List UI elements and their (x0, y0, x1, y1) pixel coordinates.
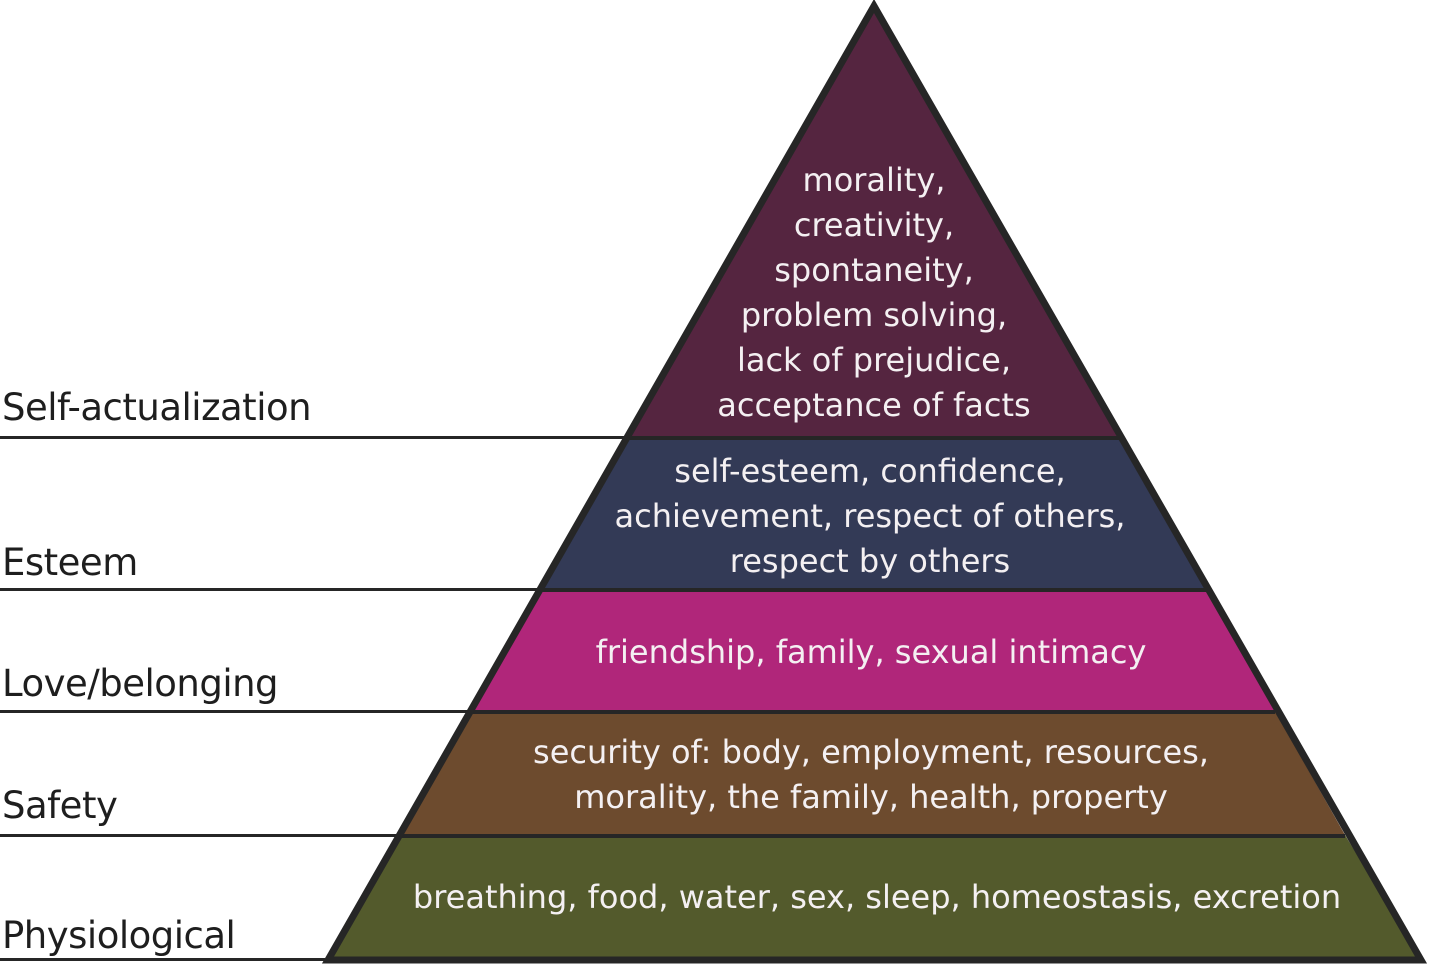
level-line-love-belonging (0, 710, 472, 713)
tier-text-line: respect by others (729, 542, 1011, 580)
tier-text-line: security of: body, employment, resources… (533, 733, 1209, 771)
level-line-esteem (0, 588, 543, 591)
tier-text-line: spontaneity, (774, 251, 974, 289)
tier-text-line: creativity, (793, 206, 955, 244)
level-label-esteem: Esteem (2, 541, 138, 584)
level-label-safety: Safety (2, 784, 118, 827)
tier-self-actualization-text: morality, creativity, spontaneity, probl… (717, 158, 1030, 428)
tier-text-line: achievement, respect of others, (614, 497, 1126, 535)
level-line-safety (0, 834, 402, 837)
tier-love-belonging-text: friendship, family, sexual intimacy (596, 630, 1147, 675)
tier-text-line: acceptance of facts (717, 386, 1031, 424)
level-label-physiological: Physiological (2, 914, 236, 957)
level-label-self-actualization: Self-actualization (2, 386, 312, 429)
tier-text-line: friendship, family, sexual intimacy (595, 633, 1147, 671)
tier-physiological-text: breathing, food, water, sex, sleep, home… (413, 875, 1341, 920)
tier-text-line: breathing, food, water, sex, sleep, home… (412, 878, 1342, 916)
level-line-self-actualization (0, 436, 631, 439)
tier-text-line: self-esteem, confidence, (674, 452, 1066, 490)
tier-text-line: morality, (802, 161, 946, 199)
tier-safety-text: security of: body, employment, resources… (533, 730, 1209, 820)
level-line-physiological (0, 958, 330, 961)
tier-esteem-text: self-esteem, confidence, achievement, re… (615, 449, 1126, 584)
level-label-love-belonging: Love/belonging (2, 662, 279, 705)
pyramid-outline (321, 0, 1428, 964)
tier-text-line: morality, the family, health, property (574, 778, 1168, 816)
tier-text-line: problem solving, (740, 296, 1008, 334)
tier-text-line: lack of prejudice, (736, 341, 1012, 379)
